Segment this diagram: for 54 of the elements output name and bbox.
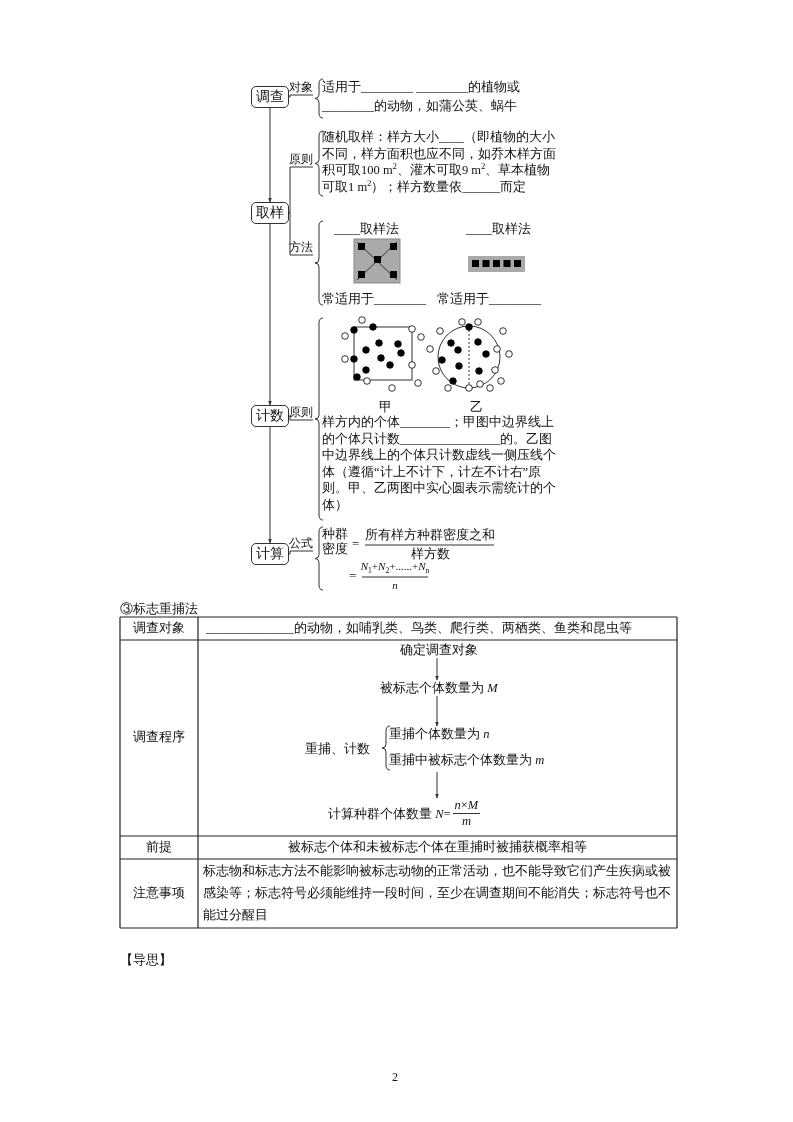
usage-text: 常适用于________ — [437, 290, 542, 308]
method-label: ____取样法 — [466, 220, 532, 238]
description-text: 随机取样：样方大小____（即植物的大小不同，样方面积也应不同，如乔木样方面积可取100 m$^{2}$、灌木可取9 m$^{2}$、草本植物可取1 m$^{2}$）；样方数量依______而定 — [322, 129, 556, 195]
table-text: ______________的动物，如哺乳类、鸟类、爬行类、两栖类、鱼类和昆虫等 — [206, 620, 633, 637]
description-text: 样方内的个体________；甲图中边界线上的个体只计数________________的。乙图中边界线上的个体只计数虚线一侧压线个体（遵循“计上不计下，计左不计右”原则。甲、乙两图中实心圆表示需统计的个体） — [322, 414, 556, 513]
denominator: n — [391, 578, 399, 593]
topic-box: 调查 — [251, 86, 289, 108]
step-text: 计算种群个体数量 N= — [328, 805, 451, 822]
branch-label: 原则 — [289, 405, 313, 420]
numerator: N$_{1}$+N$_{2}$+......+N$_{n}$ — [359, 560, 431, 574]
branch-line — [288, 166, 314, 214]
topic-box: 计数 — [251, 405, 289, 427]
step-text: 被标志个体数量为 M — [380, 680, 498, 696]
header-cell-text: 调查程序 — [132, 729, 186, 746]
step-text: 确定调查对象 — [400, 642, 478, 658]
numerator: n×M — [452, 798, 481, 814]
page-number: 2 — [391, 1069, 399, 1086]
section-heading: 【导思】 — [120, 951, 173, 969]
branch-line — [288, 550, 314, 555]
arrow — [435, 657, 439, 681]
description-text: 适用于________ ________的植物或________的动物，如蒲公英、蜗牛 — [322, 78, 522, 115]
header-cell-text: 注意事项 — [132, 885, 186, 902]
arrow — [435, 771, 439, 799]
method-label: ____取样法 — [334, 220, 400, 238]
step-text: 重捕、计数 — [305, 741, 370, 757]
arrow — [268, 107, 272, 203]
arrow — [268, 223, 272, 406]
sub-step-text: 重捕个体数量为 n — [389, 726, 490, 742]
arrow — [268, 426, 272, 544]
equals-sign: = — [352, 536, 361, 551]
branch-label: 公式 — [289, 536, 313, 551]
topic-box: 取样 — [251, 202, 289, 224]
topic-box: 计算 — [251, 543, 289, 565]
figure-label: 乙 — [468, 398, 484, 416]
denominator: m — [460, 814, 472, 829]
denominator: 样方数 — [409, 546, 451, 561]
numerator: 所有样方种群密度之和 — [364, 527, 496, 542]
header-cell-text: 前提 — [145, 839, 173, 856]
formula-term: 种群密度 — [322, 526, 349, 556]
section-heading: ③标志重捕法 — [120, 600, 199, 618]
equals-sign: = — [349, 568, 358, 583]
table-text: 标志物和标志方法不能影响被标志动物的正常活动，也不能导致它们产生疾病或被感染等；标志符号必须能维持一段时间，至少在调查期间不能消失；标志符号也不能过分醒目 — [203, 863, 672, 924]
usage-text: 常适用于________ — [322, 290, 427, 308]
branch-line — [288, 415, 314, 421]
branch-line — [288, 94, 314, 98]
branch-label: 对象 — [289, 80, 313, 95]
branch-label: 原则 — [289, 152, 313, 167]
figure-label: 甲 — [377, 398, 393, 415]
branch-label: 方法 — [289, 240, 313, 255]
sub-step-text: 重捕中被标志个体数量为 m — [389, 752, 545, 768]
branch-line — [288, 212, 314, 256]
header-cell-text: 调查对象 — [132, 620, 186, 637]
arrow — [435, 695, 439, 727]
table-text: 被标志个体和未被标志个体在重捕时被捕获概率相等 — [287, 839, 588, 856]
